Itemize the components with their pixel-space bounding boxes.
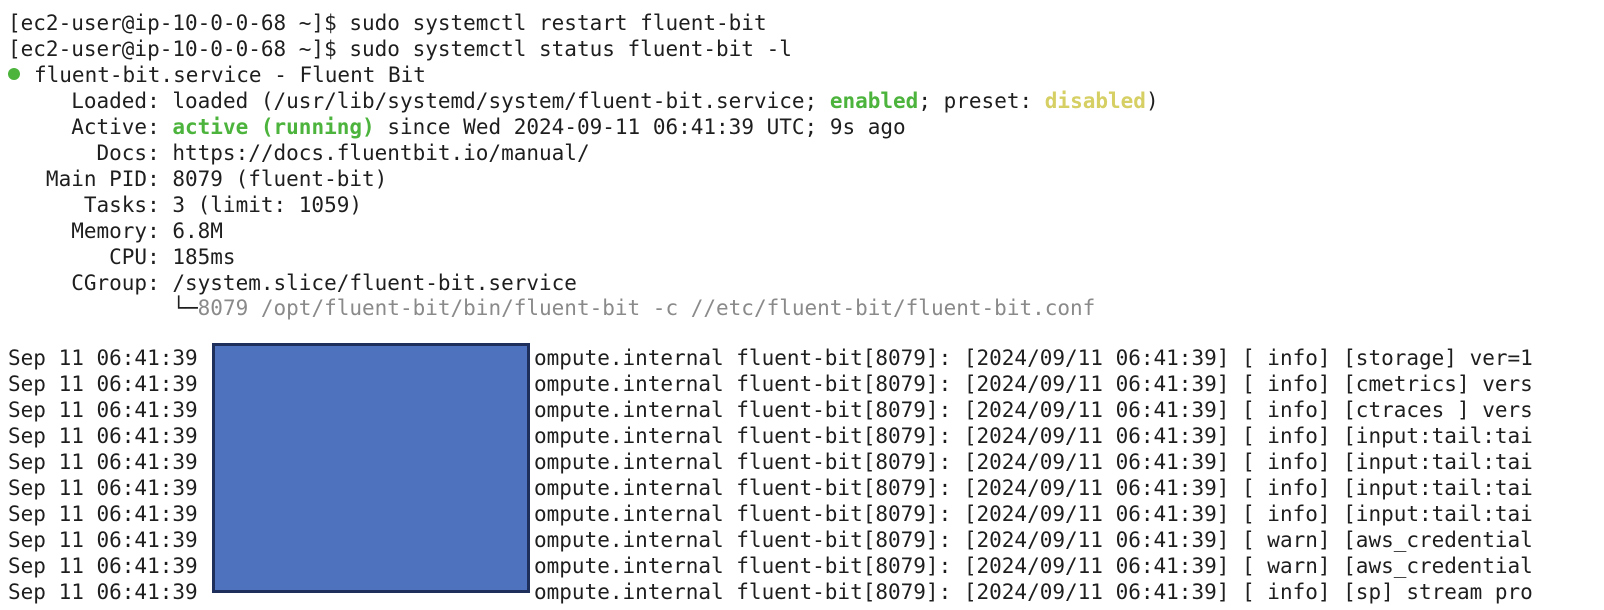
log-timestamp: Sep 11 06:41:39 [8, 580, 198, 604]
tree-branch-icon: └─ [8, 296, 198, 320]
journal-log: Sep 11 06:41:39 ompute.internal fluent-bi… [0, 345, 1604, 610]
log-message: ompute.internal fluent-bit[8079]: [2024/… [534, 476, 1533, 500]
log-line: Sep 11 06:41:39 ompute.internal fluent-bi… [0, 579, 1604, 605]
log-message: ompute.internal fluent-bit[8079]: [2024/… [534, 580, 1533, 604]
command-line-restart: [ec2-user@ip-10-0-0-68 ~]$ sudo systemct… [8, 11, 767, 35]
loaded-path: loaded (/usr/lib/systemd/system/fluent-b… [172, 89, 830, 113]
green-dot-icon [8, 68, 20, 80]
loaded-label: Loaded: [8, 89, 173, 113]
active-since: since Wed 2024-09-11 06:41:39 UTC; 9s ag… [374, 115, 906, 139]
log-message: ompute.internal fluent-bit[8079]: [2024/… [534, 502, 1533, 526]
log-timestamp: Sep 11 06:41:39 [8, 346, 198, 370]
preset-status: disabled [1044, 89, 1146, 113]
log-timestamp: Sep 11 06:41:39 [8, 554, 198, 578]
tasks-line: Tasks: 3 (limit: 1059) [8, 193, 363, 217]
log-line: Sep 11 06:41:39 ompute.internal fluent-bi… [0, 397, 1604, 423]
cpu-line: CPU: 185ms [8, 245, 236, 269]
log-message: ompute.internal fluent-bit[8079]: [2024/… [534, 424, 1533, 448]
log-timestamp: Sep 11 06:41:39 [8, 476, 198, 500]
log-message: ompute.internal fluent-bit[8079]: [2024/… [534, 398, 1533, 422]
loaded-close: ) [1145, 89, 1159, 113]
log-timestamp: Sep 11 06:41:39 [8, 372, 198, 396]
log-line: Sep 11 06:41:39 ompute.internal fluent-bi… [0, 345, 1604, 371]
log-line: Sep 11 06:41:39 ompute.internal fluent-bi… [0, 423, 1604, 449]
docs-line: Docs: https://docs.fluentbit.io/manual/ [8, 141, 590, 165]
enabled-status: enabled [829, 89, 919, 113]
log-message: ompute.internal fluent-bit[8079]: [2024/… [534, 554, 1533, 578]
log-message: ompute.internal fluent-bit[8079]: [2024/… [534, 372, 1533, 396]
log-line: Sep 11 06:41:39 ompute.internal fluent-bi… [0, 475, 1604, 501]
service-name: fluent-bit.service - Fluent Bit [34, 63, 426, 87]
main-pid-line: Main PID: 8079 (fluent-bit) [8, 167, 388, 191]
cgroup-process: 8079 /opt/fluent-bit/bin/fluent-bit -c /… [197, 296, 1096, 320]
active-label: Active: [8, 115, 173, 139]
log-line: Sep 11 06:41:39 ompute.internal fluent-bi… [0, 449, 1604, 475]
log-timestamp: Sep 11 06:41:39 [8, 528, 198, 552]
cgroup-process-line: └─8079 /opt/fluent-bit/bin/fluent-bit -c… [8, 295, 1095, 321]
cgroup-line: CGroup: /system.slice/fluent-bit.service [8, 271, 577, 295]
log-line: Sep 11 06:41:39 ompute.internal fluent-bi… [0, 371, 1604, 397]
memory-line: Memory: 6.8M [8, 219, 223, 243]
redaction-box [212, 343, 530, 593]
preset-label: ; preset: [918, 89, 1045, 113]
log-message: ompute.internal fluent-bit[8079]: [2024/… [534, 450, 1533, 474]
active-line: Active: active (running) since Wed 2024-… [8, 114, 906, 140]
active-state: active (running) [172, 115, 375, 139]
log-message: ompute.internal fluent-bit[8079]: [2024/… [534, 346, 1533, 370]
log-timestamp: Sep 11 06:41:39 [8, 398, 198, 422]
log-line: Sep 11 06:41:39 ompute.internal fluent-bi… [0, 501, 1604, 527]
log-line: Sep 11 06:41:39 ompute.internal fluent-bi… [0, 553, 1604, 579]
command-line-status: [ec2-user@ip-10-0-0-68 ~]$ sudo systemct… [8, 37, 792, 61]
log-timestamp: Sep 11 06:41:39 [8, 450, 198, 474]
log-message: ompute.internal fluent-bit[8079]: [2024/… [534, 528, 1533, 552]
log-line: Sep 11 06:41:39 ompute.internal fluent-bi… [0, 527, 1604, 553]
service-title-line: fluent-bit.service - Fluent Bit [8, 62, 426, 88]
log-timestamp: Sep 11 06:41:39 [8, 424, 198, 448]
loaded-line: Loaded: loaded (/usr/lib/systemd/system/… [8, 88, 1159, 114]
log-timestamp: Sep 11 06:41:39 [8, 502, 198, 526]
